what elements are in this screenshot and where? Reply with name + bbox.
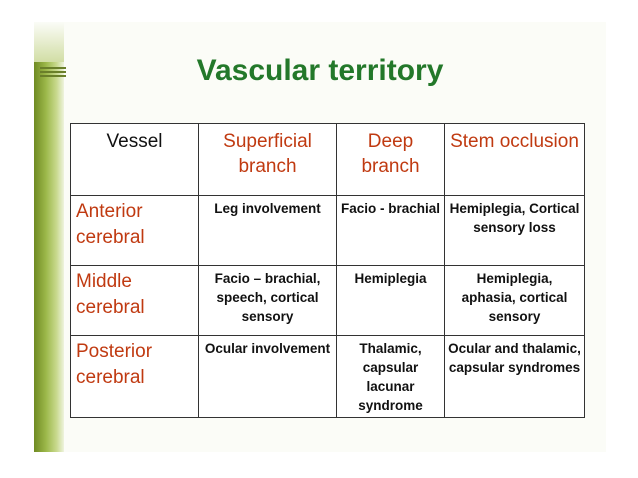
row-vessel: Anterior cerebral bbox=[70, 195, 199, 266]
vascular-territory-table: Vessel Superficial branch Deep branch St… bbox=[70, 123, 585, 418]
cell-stem: Ocular and thalamic, capsular syndromes bbox=[444, 335, 585, 418]
row-vessel: Posterior cerebral bbox=[70, 335, 199, 418]
header-superficial-branch: Superficial branch bbox=[198, 123, 337, 196]
header-stem-occlusion: Stem occlusion bbox=[444, 123, 585, 196]
cell-stem: Hemiplegia, aphasia, cortical sensory bbox=[444, 265, 585, 336]
row-vessel: Middle cerebral bbox=[70, 265, 199, 336]
cell-deep: Facio - brachial bbox=[336, 195, 445, 266]
cell-deep: Hemiplegia bbox=[336, 265, 445, 336]
cell-superficial: Ocular involvement bbox=[198, 335, 337, 418]
table-row: Posterior cerebral Ocular involvement Th… bbox=[70, 335, 585, 418]
table-row: Middle cerebral Facio – brachial, speech… bbox=[70, 265, 585, 336]
header-vessel: Vessel bbox=[70, 123, 199, 196]
slide-title: Vascular territory bbox=[196, 54, 444, 87]
cell-superficial: Facio – brachial, speech, cortical senso… bbox=[198, 265, 337, 336]
cell-stem: Hemiplegia, Cortical sensory loss bbox=[444, 195, 585, 266]
cell-superficial: Leg involvement bbox=[198, 195, 337, 266]
menu-lines-icon bbox=[40, 67, 66, 81]
header-deep-branch: Deep branch bbox=[336, 123, 445, 196]
slide-decoration-band bbox=[34, 62, 64, 452]
cell-deep: Thalamic, capsular lacunar syndrome bbox=[336, 335, 445, 418]
table-header-row: Vessel Superficial branch Deep branch St… bbox=[70, 123, 585, 196]
table-row: Anterior cerebral Leg involvement Facio … bbox=[70, 195, 585, 266]
